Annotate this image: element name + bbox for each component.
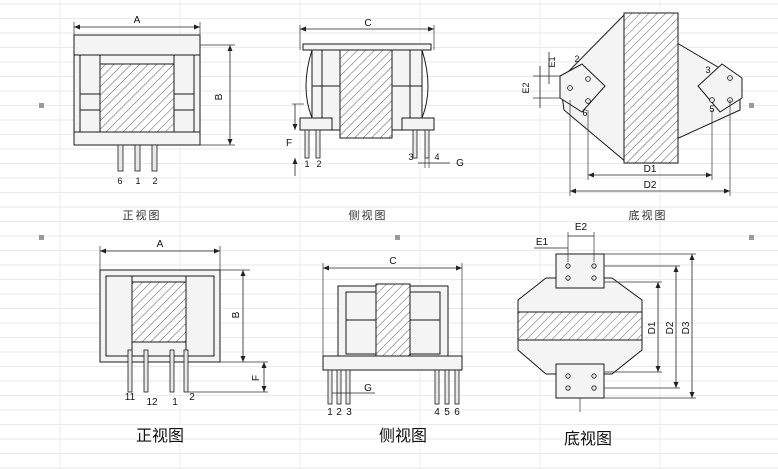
pin-label: 12 [146,397,158,408]
dim-label-e2: E2 [575,222,588,233]
pin-label: 3 [705,65,710,75]
dim-label-g: G [456,158,464,169]
dim-label-b: B [231,311,242,318]
winding-core [339,49,393,139]
pin-label: 1 [135,176,140,186]
dim-label-f: F [286,138,292,149]
dim-label-e1: E1 [536,237,549,248]
dimension-g: G [332,383,375,394]
winding-core [131,281,187,343]
front-view-bottom: A 11 12 1 2 B F 正视图 [99,239,268,445]
side-view-bottom: C 1 2 3 4 5 6 G 侧视图 [322,256,463,445]
dim-label-d2: D2 [665,321,676,334]
pin-label: 2 [574,54,579,64]
winding-core [375,283,411,357]
pin-label: 6 [117,176,122,186]
pin-label: 2 [189,392,195,403]
view-caption: 底视图 [629,208,668,222]
winding-core [623,12,679,164]
pin-label: 2 [316,159,321,169]
dim-label-a: A [157,239,164,250]
dimension-g: G [418,158,464,169]
dimension-a: A [99,239,221,270]
pin-label: 1 [172,397,178,408]
view-caption: 底视图 [564,429,612,448]
dim-label-c: C [364,18,371,29]
dimension-c: C [322,256,463,356]
pin-label: 6 [582,108,587,118]
bottom-view-top: 2 6 3 5 E2 E1 D1 D2 底视图 [521,12,743,222]
dim-label-f: F [251,375,262,381]
view-caption: 正视图 [123,208,162,222]
dim-label-e1: E1 [547,56,557,67]
dim-label-d1: D1 [644,164,657,175]
dim-label-c: C [389,256,396,267]
dim-label-d3: D3 [681,321,692,334]
dim-label-b: B [214,93,225,100]
pin-label: 4 [434,152,439,162]
pin-label: 3 [346,407,352,418]
dim-label-a: A [134,15,141,26]
front-view-top: A 6 1 2 B 正视图 [73,15,235,222]
winding-core [99,63,175,133]
bottom-view-bottom: E2 E1 D1 D2 D3 底视图 [517,222,696,448]
dimension-b: B [220,269,268,363]
pin-label: 1 [304,159,309,169]
dimension-f: F [188,362,268,393]
pin-label: 6 [454,407,460,418]
dimension-b: B [200,44,235,146]
view-caption: 侧视图 [349,208,388,222]
selection-handles[interactable] [39,103,754,240]
pin-label: 4 [434,407,440,418]
pin-label: 11 [125,392,136,403]
dim-label-d2: D2 [644,180,657,191]
side-view-top: C 1 2 3 4 F G 侧视图 [286,18,464,222]
pin-label: 5 [709,104,714,114]
dim-label-g: G [364,383,372,394]
pin-label: 5 [444,407,450,418]
pin-label: 2 [336,407,342,418]
winding-core [517,311,643,341]
dimension-c: C [299,18,435,50]
pin-label: 3 [408,152,413,162]
view-caption: 侧视图 [379,426,427,445]
view-caption: 正视图 [136,426,184,445]
pin-label: 1 [327,407,333,418]
dim-label-e2: E2 [521,82,531,93]
pin-label: 2 [152,176,157,186]
dimension-f: F [286,103,304,176]
dim-label-d1: D1 [647,321,658,334]
